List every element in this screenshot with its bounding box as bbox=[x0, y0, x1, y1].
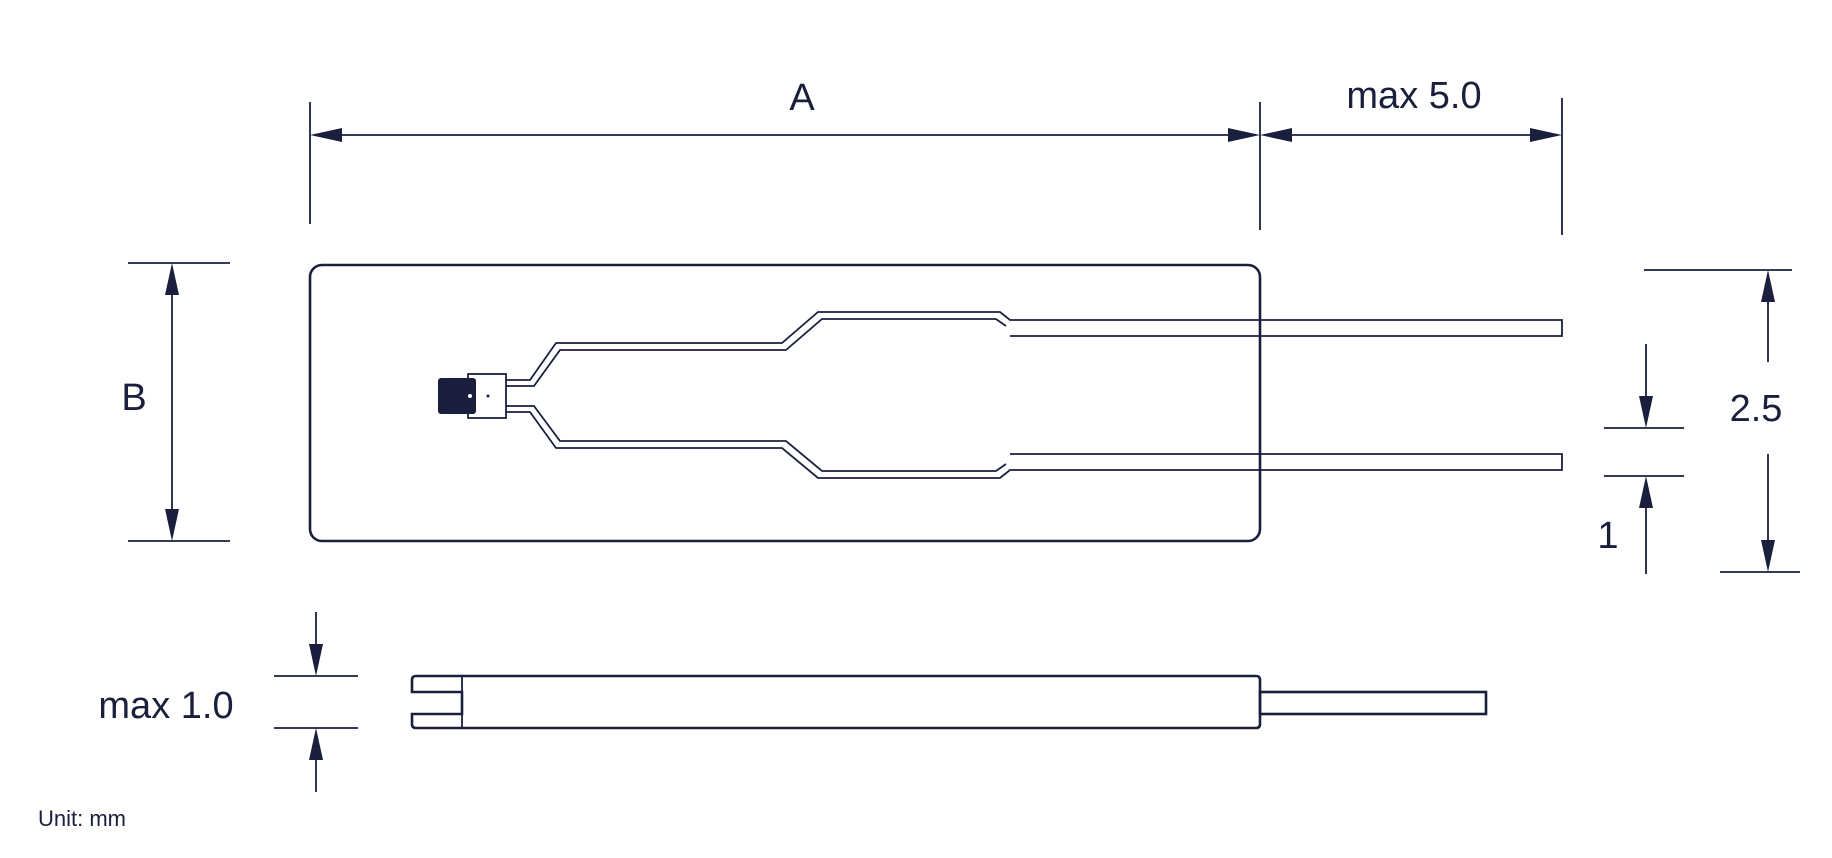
sensor-body bbox=[308, 263, 1262, 543]
dim-pitch-label: 2.5 bbox=[1730, 388, 1783, 430]
dim-b-label: B bbox=[121, 377, 146, 419]
dimension-thickness: max 1.0 bbox=[98, 612, 358, 792]
side-lead bbox=[1258, 690, 1488, 716]
side-view bbox=[410, 674, 1488, 730]
upper-lead-trace-outer bbox=[506, 311, 1563, 381]
top-view bbox=[308, 263, 1563, 543]
dimension-pitch: 2.5 bbox=[1644, 269, 1800, 573]
sensing-element bbox=[438, 378, 476, 414]
chip-dot bbox=[468, 394, 472, 398]
chip-dot-2 bbox=[486, 394, 490, 398]
upper-lead-trace-inner bbox=[506, 318, 1007, 387]
dim-max-thickness-label: max 1.0 bbox=[98, 685, 233, 727]
dim-max-length-label: max 5.0 bbox=[1346, 75, 1481, 117]
lower-lead-trace-outer bbox=[506, 411, 1563, 479]
dim-a-label: A bbox=[789, 77, 815, 119]
dimension-width: B bbox=[121, 262, 230, 542]
lower-lead-trace-inner bbox=[506, 405, 1007, 472]
dim-lead-width-label: 1 bbox=[1597, 515, 1618, 557]
dimension-length: A max 5.0 bbox=[309, 75, 1563, 235]
side-body bbox=[410, 674, 1262, 730]
dimension-lead-width: 1 bbox=[1597, 344, 1684, 574]
unit-note: Unit: mm bbox=[38, 806, 126, 831]
